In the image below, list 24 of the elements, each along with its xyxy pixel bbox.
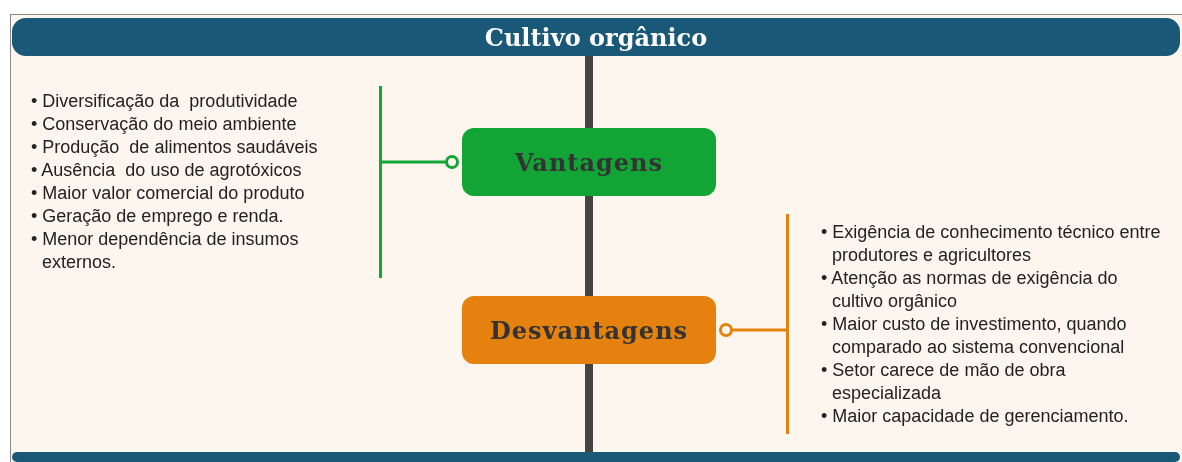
title-banner: [12, 18, 1180, 56]
bullet-item: • Setor carece de mão de obra especializada: [821, 358, 1067, 405]
category-label: Vantagens: [514, 147, 664, 177]
bullet-item: • Atenção as normas de exigência do cultivo orgânico: [821, 266, 1119, 313]
category-box: [462, 128, 716, 196]
category-box: [462, 296, 716, 364]
bullet-item: • Geração de emprego e renda.: [31, 205, 285, 228]
bullet-item: • Maior valor comercial do produto: [31, 182, 306, 205]
bullet-item: • Ausência do uso de agrotóxicos: [31, 159, 303, 182]
footer-bar: [12, 452, 1180, 462]
bullet-item: • Diversificação da produtividade: [31, 90, 299, 113]
bullet-item: • Menor dependência de insumos externos.: [31, 228, 300, 274]
spine-line: [585, 196, 593, 296]
spine-line: [585, 56, 593, 128]
title-text: Cultivo orgânico: [484, 22, 708, 52]
bullet-item: • Maior custo de investimento, quando comparado ao sistema convencional: [821, 312, 1128, 359]
connector-line: [382, 155, 459, 169]
bullet-item: • Exigência de conhecimento técnico entre produtores e agricultores: [821, 220, 1162, 267]
bullet-item: • Conservação do meio ambiente: [31, 113, 298, 136]
connector-line: [719, 323, 786, 337]
bullet-item: • Maior capacidade de gerenciamento.: [821, 404, 1130, 428]
bullet-item: • Produção de alimentos saudáveis: [31, 136, 319, 159]
category-label: Desvantagens: [489, 315, 689, 345]
spine-line: [585, 364, 593, 452]
